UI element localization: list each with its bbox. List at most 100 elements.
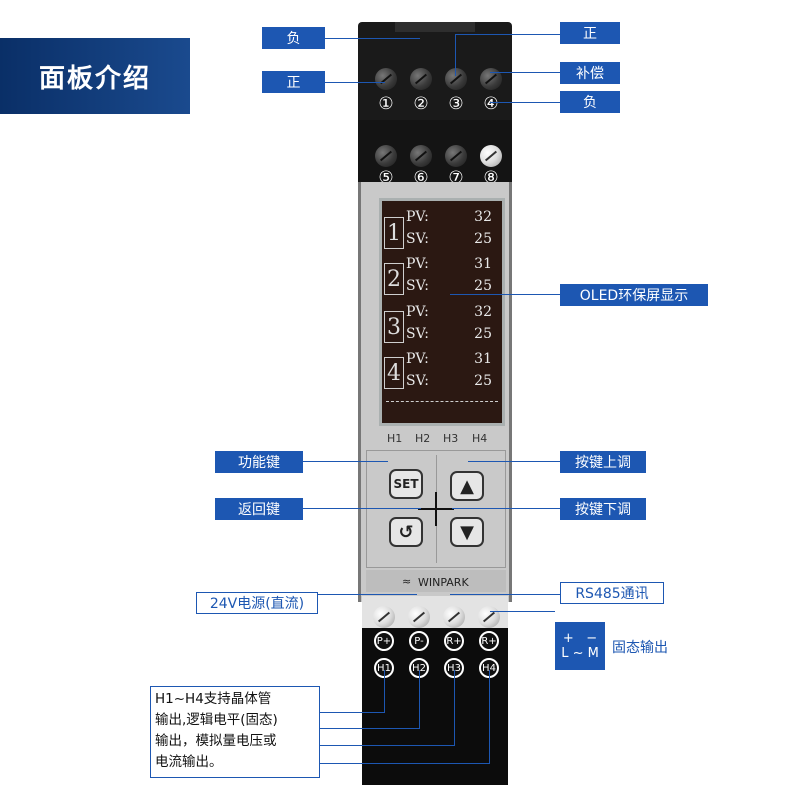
terminal-screw-6 — [410, 145, 432, 167]
bottom-screw-2 — [408, 606, 430, 628]
label-fu-right: 负 — [560, 91, 620, 113]
line-solid — [490, 611, 555, 612]
pin-p-plus: P+ — [374, 631, 394, 651]
label-up-key: 按键上调 — [560, 451, 646, 473]
line-return — [303, 508, 421, 509]
terminal-num-4: ④ — [483, 94, 499, 114]
label-solid-state: 固态输出 — [612, 640, 668, 656]
brand-logo-icon: ≈ — [402, 575, 412, 588]
label-zheng-right: 正 — [560, 22, 620, 44]
channel-2-sv-label: SV: — [406, 278, 430, 294]
line-power — [317, 594, 417, 595]
h-output-line-4: 电流输出。 — [155, 754, 223, 770]
channel-3-sv-value: 25 — [474, 326, 492, 342]
line-h3-h — [320, 745, 455, 746]
h-output-description: H1~H4支持晶体管 输出,逻辑电平(固态) 输出，模拟量电压或 电流输出。 — [150, 686, 320, 778]
label-buchang: 补偿 — [560, 62, 620, 84]
label-lm: L ~ M — [561, 646, 599, 661]
line-fu-left — [325, 38, 420, 39]
label-fu-left: 负 — [262, 27, 325, 49]
bottom-pin-block — [362, 628, 508, 785]
terminal-num-3: ③ — [448, 94, 464, 114]
channel-3-pv-label: PV: — [406, 304, 429, 320]
terminal-screw-1 — [375, 68, 397, 90]
page-title: 面板介绍 — [0, 38, 190, 114]
h3-indicator-label: H3 — [443, 432, 459, 445]
center-plus-h — [418, 508, 454, 510]
device-top-notch — [395, 22, 475, 32]
terminal-screw-4 — [480, 68, 502, 90]
channel-1-sv-value: 25 — [474, 231, 492, 247]
brand-name: WINPARK — [418, 576, 469, 589]
label-return-key: 返回键 — [215, 498, 303, 520]
h-output-line-1: H1~H4支持晶体管 — [155, 691, 272, 707]
label-power: 24V电源(直流) — [196, 592, 318, 614]
h-output-line-2: 输出,逻辑电平(固态) — [155, 712, 278, 728]
line-h4-h — [320, 763, 490, 764]
label-func-key: 功能键 — [215, 451, 303, 473]
channel-3-pv-value: 32 — [474, 304, 492, 320]
h2-indicator-label: H2 — [415, 432, 431, 445]
line-func — [303, 461, 388, 462]
back-button[interactable]: ↺ — [389, 517, 423, 547]
keypad-area — [366, 450, 506, 568]
h-output-line-3: 输出，模拟量电压或 — [155, 733, 277, 749]
line-h1-h — [320, 712, 385, 713]
channel-3-sv-label: SV: — [406, 326, 430, 342]
pin-r-plus-1: R+ — [444, 631, 464, 651]
line-zheng-right-v — [455, 34, 456, 76]
label-zheng-left: 正 — [262, 71, 325, 93]
line-h1-v — [384, 670, 385, 712]
terminal-num-2: ② — [413, 94, 429, 114]
channel-2-pv-value: 31 — [474, 256, 492, 272]
screen-dashed-divider — [386, 401, 498, 402]
brand-strip — [366, 570, 506, 592]
line-zheng-right — [455, 34, 560, 35]
channel-1-pv-label: PV: — [406, 209, 429, 225]
line-down — [452, 508, 560, 509]
bottom-screw-4 — [478, 606, 500, 628]
channel-1-number: 1 — [384, 217, 404, 249]
pin-h4: H4 — [479, 658, 499, 678]
up-button[interactable]: ▲ — [450, 471, 484, 501]
line-rs485 — [450, 594, 560, 595]
oled-screen: 1 PV: 32 SV: 25 2 PV: 31 SV: 25 3 PV: 32… — [379, 198, 505, 426]
terminal-screw-2 — [410, 68, 432, 90]
label-oled: OLED环保屏显示 — [560, 284, 708, 306]
terminal-num-1: ① — [378, 94, 394, 114]
channel-4-pv-value: 31 — [474, 351, 492, 367]
terminal-screw-7 — [445, 145, 467, 167]
terminal-screw-5 — [375, 145, 397, 167]
channel-4-sv-value: 25 — [474, 373, 492, 389]
line-oled — [450, 294, 560, 295]
pin-r-plus-2: R+ — [479, 631, 499, 651]
bottom-screw-3 — [443, 606, 465, 628]
pin-p-minus: P- — [409, 631, 429, 651]
line-zheng-left — [325, 82, 385, 83]
channel-1-sv-label: SV: — [406, 231, 430, 247]
channel-2-sv-value: 25 — [474, 278, 492, 294]
label-down-key: 按键下调 — [560, 498, 646, 520]
line-h2-h — [320, 728, 420, 729]
line-buchang — [490, 72, 560, 73]
channel-4-sv-label: SV: — [406, 373, 430, 389]
label-solid-polarity-box: + − L ~ M — [555, 622, 605, 670]
channel-2-pv-label: PV: — [406, 256, 429, 272]
channel-4-pv-label: PV: — [406, 351, 429, 367]
channel-2-number: 2 — [384, 263, 404, 295]
label-plus-minus: + − — [562, 631, 598, 646]
down-button[interactable]: ▼ — [450, 517, 484, 547]
h4-indicator-label: H4 — [472, 432, 488, 445]
terminal-screw-3 — [445, 68, 467, 90]
set-button[interactable]: SET — [389, 469, 423, 499]
line-fu-right — [490, 102, 560, 103]
channel-3-number: 3 — [384, 311, 404, 343]
h1-indicator-label: H1 — [387, 432, 403, 445]
line-h4-v — [489, 670, 490, 763]
label-rs485: RS485通讯 — [560, 582, 664, 604]
terminal-screw-8 — [480, 145, 502, 167]
channel-1-pv-value: 32 — [474, 209, 492, 225]
bottom-screw-1 — [373, 606, 395, 628]
channel-4-number: 4 — [384, 357, 404, 389]
line-h2-v — [419, 670, 420, 728]
